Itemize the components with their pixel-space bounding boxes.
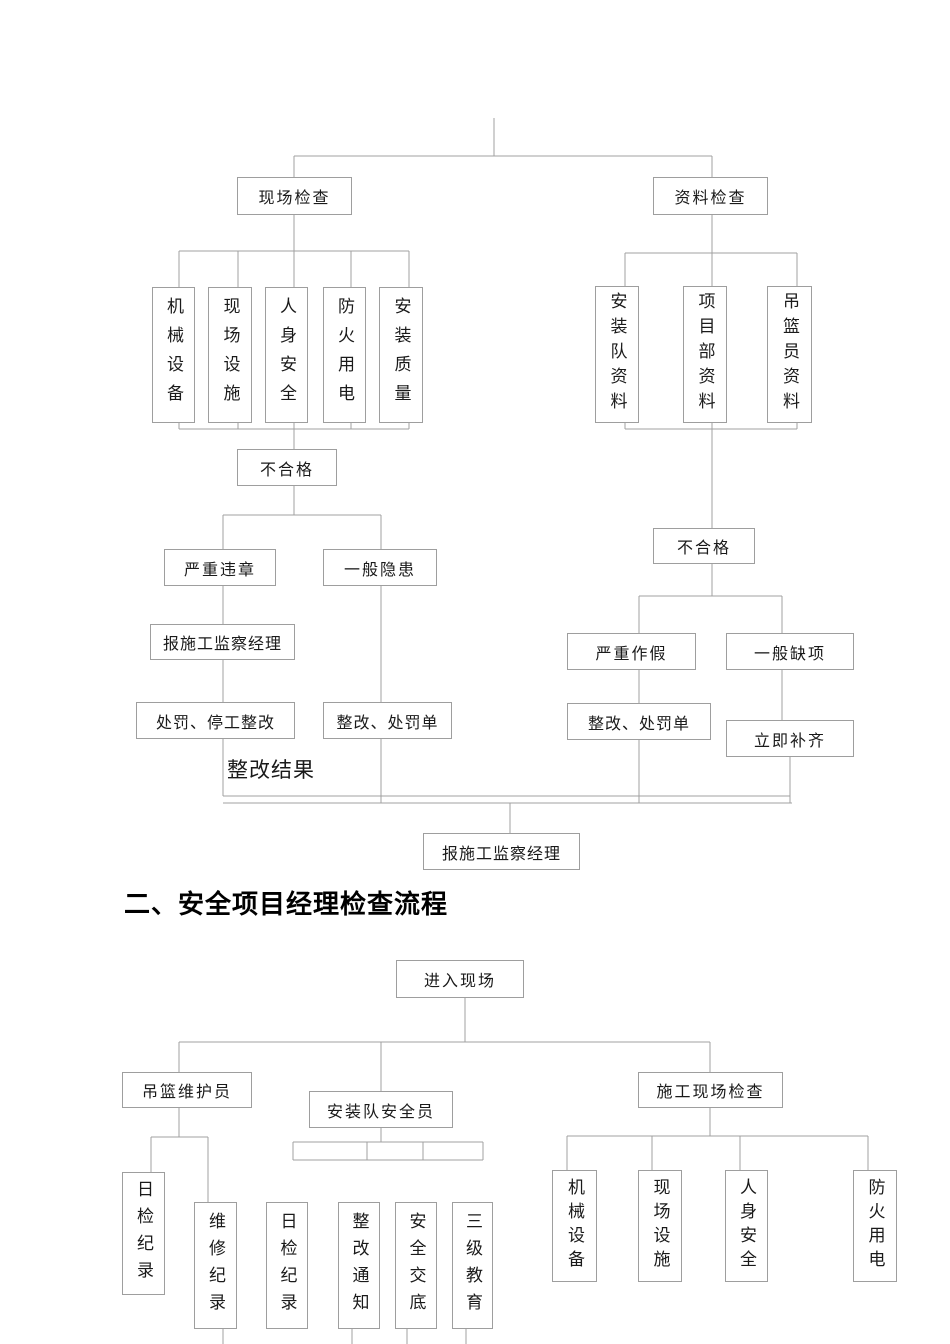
node-daily-check-record-1: 日检纪录 — [122, 1172, 165, 1295]
node-serious-violation: 严重违章 — [164, 549, 276, 586]
node-fail-doc: 不合格 — [653, 528, 755, 564]
node-install-team-docs: 安装队资料 — [595, 286, 639, 423]
node-machinery-equipment-2: 机械设备 — [552, 1170, 597, 1282]
node-three-level-education: 三级教育 — [452, 1202, 493, 1329]
node-fire-electricity: 防火用电 — [323, 287, 366, 423]
node-general-missing: 一般缺项 — [726, 633, 854, 670]
node-daily-check-record-2: 日检纪录 — [266, 1202, 308, 1329]
node-rectify-penalty-site: 整改、处罚单 — [323, 702, 452, 739]
node-punish-stop-work: 处罚、停工整改 — [136, 702, 295, 739]
node-machinery-equipment: 机械设备 — [152, 287, 195, 423]
node-maintenance-record: 维修纪录 — [194, 1202, 237, 1329]
node-final-report-supervisor: 报施工监察经理 — [423, 833, 580, 870]
node-report-supervisor: 报施工监察经理 — [150, 624, 295, 660]
node-rectify-notice: 整改通知 — [338, 1202, 380, 1329]
node-fire-electricity-2: 防火用电 — [853, 1170, 897, 1282]
node-safety-briefing: 安全交底 — [395, 1202, 437, 1329]
node-serious-falsify: 严重作假 — [567, 633, 696, 670]
node-site-check: 现场检查 — [237, 177, 352, 215]
node-basket-operator-docs: 吊篮员资料 — [767, 286, 812, 423]
node-site-facilities: 现场设施 — [208, 287, 252, 423]
node-project-dept-docs: 项目部资料 — [683, 286, 727, 423]
node-site-inspection: 施工现场检查 — [638, 1072, 783, 1108]
node-personal-safety: 人身安全 — [265, 287, 308, 423]
node-fail-site: 不合格 — [237, 449, 337, 486]
label-rectify-result: 整改结果 — [227, 758, 315, 782]
node-site-facilities-2: 现场设施 — [638, 1170, 682, 1282]
node-basket-maintainer: 吊篮维护员 — [122, 1072, 252, 1108]
node-rectify-penalty-doc: 整改、处罚单 — [567, 703, 711, 740]
node-install-team-officer: 安装队安全员 — [309, 1091, 453, 1128]
node-install-quality: 安装质量 — [379, 287, 423, 423]
node-doc-check: 资料检查 — [653, 177, 768, 215]
node-general-hazard: 一般隐患 — [323, 549, 437, 586]
node-personal-safety-2: 人身安全 — [725, 1170, 768, 1282]
node-enter-site: 进入现场 — [396, 960, 524, 998]
node-replenish-now: 立即补齐 — [726, 720, 854, 757]
section-heading: 二、安全项目经理检查流程 — [124, 889, 449, 919]
